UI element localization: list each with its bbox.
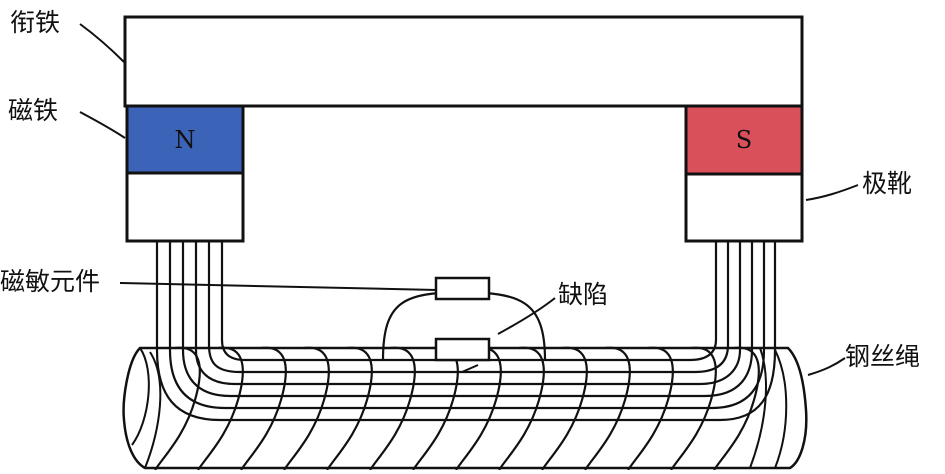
leader-lines — [79, 23, 859, 376]
north-magnet — [125, 104, 245, 175]
right-pole-shoe — [684, 172, 804, 243]
armature-bar — [123, 15, 804, 108]
magnetic-sensor-element — [434, 276, 491, 301]
north-pole-label: N — [175, 126, 196, 154]
magnet-label: 磁铁 — [8, 96, 58, 125]
south-pole-label: S — [736, 126, 752, 154]
sensor-assembly — [381, 276, 547, 362]
armature-label: 衔铁 — [10, 8, 60, 37]
pole-shoe-label: 极靴 — [862, 169, 912, 198]
sensor-label: 磁敏元件 — [0, 267, 100, 296]
defect-sensor-element — [434, 337, 491, 362]
defect-label: 缺陷 — [558, 280, 608, 309]
left-pole-shoe — [125, 171, 245, 243]
wire-rope-label: 钢丝绳 — [845, 342, 920, 371]
